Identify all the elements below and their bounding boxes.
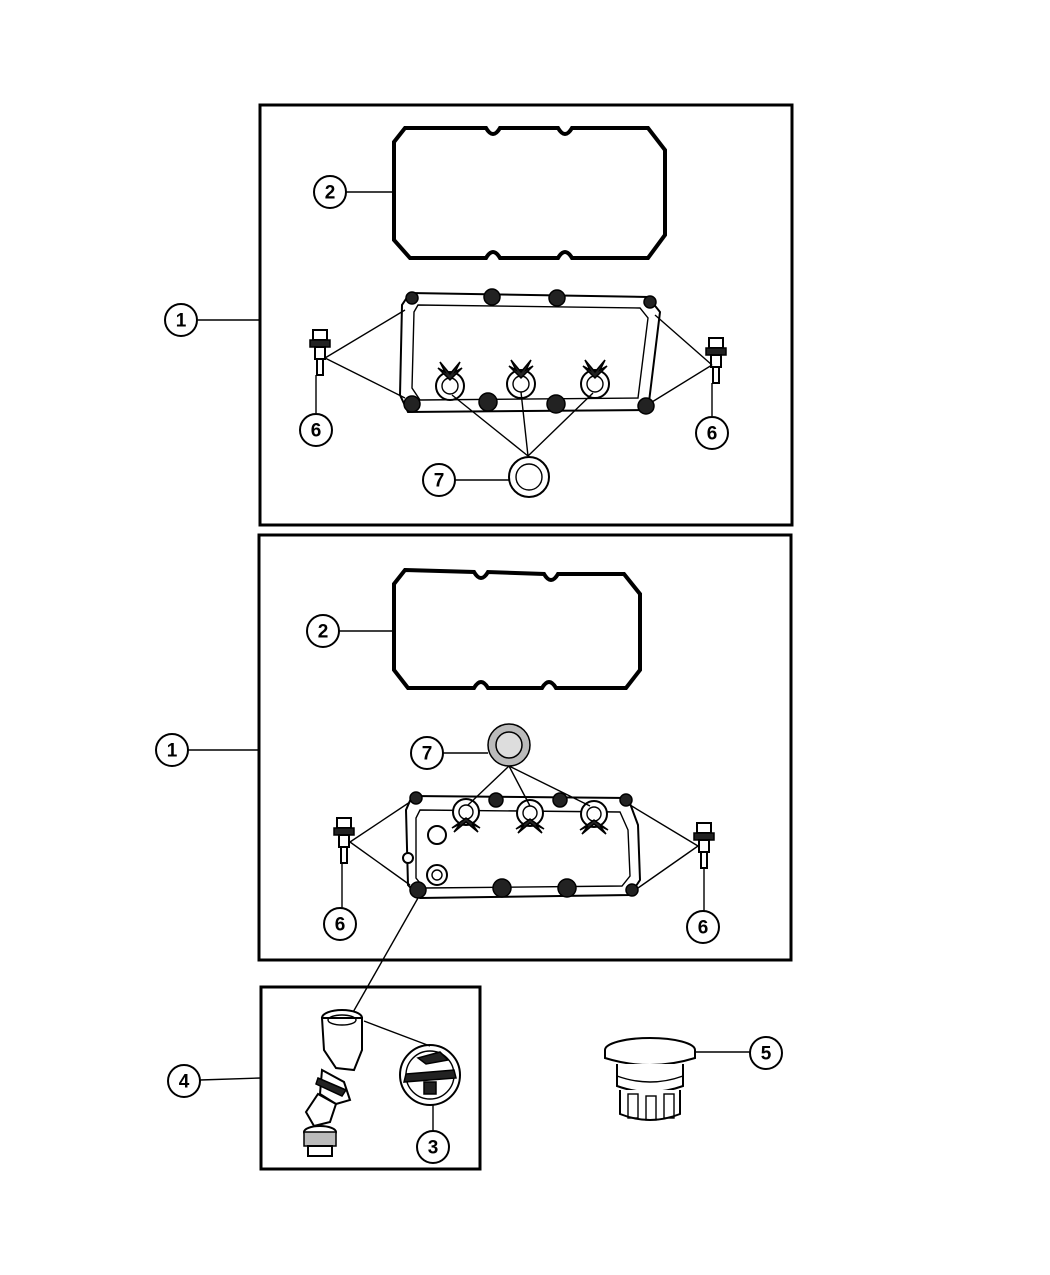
svg-text:7: 7 [434, 471, 445, 492]
top-bolt-left [309, 329, 331, 376]
filler-cap-leader [363, 1020, 431, 1047]
callout-6-middle-left: 6 [323, 907, 357, 941]
middle-bolt-left [333, 817, 355, 864]
svg-text:1: 1 [176, 311, 187, 332]
callout-6-middle-right: 6 [686, 910, 720, 944]
cam-plug [604, 1037, 696, 1121]
top-assembly-frame [258, 103, 794, 527]
callout-4-leader [199, 1077, 262, 1081]
top-leader-lines [198, 191, 713, 481]
top-spark-plug-tube-seal [508, 456, 550, 498]
callout-7-top: 7 [422, 463, 456, 497]
svg-text:5: 5 [761, 1044, 772, 1065]
callout-6-top-left: 6 [299, 413, 333, 447]
svg-text:4: 4 [179, 1072, 190, 1093]
svg-text:6: 6 [311, 421, 322, 442]
callout-3: 3 [416, 1130, 450, 1164]
top-valve-cover [398, 288, 662, 415]
middle-valve-cover [402, 791, 642, 900]
filler-tube-leader [351, 897, 419, 1015]
svg-text:1: 1 [167, 741, 178, 762]
callout-1-top: 1 [164, 303, 198, 337]
top-bolt-right [705, 337, 727, 384]
callout-5: 5 [749, 1036, 783, 1070]
callout-2-middle: 2 [306, 614, 340, 648]
middle-assembly-frame [257, 533, 793, 962]
plug-well-5 [515, 799, 545, 834]
svg-text:2: 2 [318, 622, 329, 643]
middle-spark-plug-tube-seal [487, 723, 531, 767]
svg-text:6: 6 [335, 915, 346, 936]
svg-text:6: 6 [707, 424, 718, 445]
svg-text:3: 3 [428, 1138, 439, 1159]
plug-well-2 [506, 359, 536, 399]
svg-text:7: 7 [422, 744, 433, 765]
plug-well-6 [579, 800, 609, 835]
svg-text:2: 2 [325, 183, 336, 204]
callout-2-top: 2 [313, 175, 347, 209]
middle-valve-cover-gasket [392, 567, 642, 690]
callout-6-top-right: 6 [695, 416, 729, 450]
callout-4: 4 [167, 1064, 201, 1098]
plug-well-3 [580, 359, 610, 399]
middle-leader-lines [188, 630, 705, 911]
svg-text:6: 6 [698, 918, 709, 939]
oil-filler-cap [399, 1044, 461, 1106]
callout-1-middle: 1 [155, 733, 189, 767]
callout-7-middle: 7 [410, 736, 444, 770]
plug-well-4 [451, 798, 481, 833]
middle-bolt-right [693, 822, 715, 869]
top-valve-cover-gasket [392, 126, 667, 260]
plug-well-1 [435, 361, 465, 401]
oil-filler-tube [303, 1009, 363, 1157]
